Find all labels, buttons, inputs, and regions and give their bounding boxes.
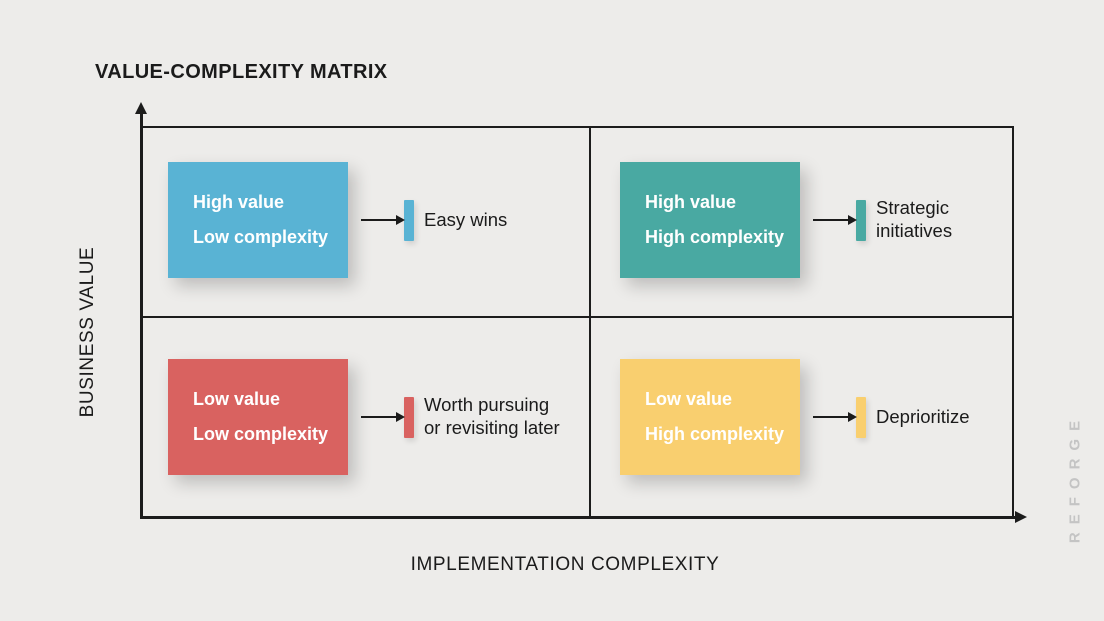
reforge-watermark: REFORGE [1066, 412, 1084, 544]
quadrant-low-value-high-complexity: Low value High complexity Deprioritize [589, 316, 1014, 518]
quadrant-card-line1: Low value [645, 389, 733, 409]
arrow-right-icon [361, 411, 405, 422]
quadrant-label-line1: Strategic [876, 197, 950, 219]
quadrant-card-line2: Low complexity [193, 424, 329, 444]
y-axis-label: BUSINESS VALUE [77, 246, 98, 418]
quadrant-card: High value High complexity [620, 162, 800, 278]
quadrant-low-value-low-complexity: Low value Low complexity Worth pursuing … [142, 316, 589, 518]
color-bar [404, 396, 414, 438]
arrow-right-icon [813, 214, 857, 225]
quadrant-card: High value Low complexity [168, 162, 348, 278]
quadrant-label: Deprioritize [876, 406, 970, 429]
quadrant-label-line2: or revisiting later [424, 417, 560, 438]
quadrant-label: Strategic initiatives [876, 197, 952, 242]
quadrant-card-line2: High complexity [645, 424, 785, 444]
quadrant-card-line1: High value [193, 192, 285, 212]
vertical-divider [589, 128, 591, 518]
y-axis-line [140, 112, 143, 518]
quadrant-label-line1: Deprioritize [876, 405, 970, 427]
y-axis-arrowhead-icon [135, 102, 147, 114]
color-bar [856, 199, 866, 241]
page-title: VALUE-COMPLEXITY MATRIX [95, 61, 388, 83]
x-axis-arrowhead-icon [1015, 511, 1027, 523]
quadrant-label-line1: Worth pursuing [424, 394, 550, 416]
quadrant-label-line2: initiatives [876, 220, 953, 241]
quadrant-card-line2: Low complexity [193, 227, 329, 247]
quadrant-label: Easy wins [424, 209, 507, 232]
quadrant-card: Low value Low complexity [168, 359, 348, 475]
quadrant-card-line1: High value [645, 192, 737, 212]
quadrant-high-value-low-complexity: High value Low complexity Easy wins [142, 126, 589, 314]
matrix-grid [142, 126, 1014, 518]
quadrant-card: Low value High complexity [620, 359, 800, 475]
color-bar [404, 199, 414, 241]
x-axis-line [140, 516, 1018, 519]
quadrant-label-line1: Easy wins [424, 208, 508, 230]
quadrant-card-line1: Low value [193, 389, 281, 409]
x-axis-label: IMPLEMENTATION COMPLEXITY [410, 554, 720, 575]
quadrant-card-line2: High complexity [645, 227, 785, 247]
quadrant-label: Worth pursuing or revisiting later [424, 394, 560, 439]
arrow-right-icon [361, 214, 405, 225]
arrow-right-icon [813, 411, 857, 422]
horizontal-divider [142, 316, 1012, 318]
color-bar [856, 396, 866, 438]
quadrant-high-value-high-complexity: High value High complexity Strategic ini… [589, 126, 1014, 314]
